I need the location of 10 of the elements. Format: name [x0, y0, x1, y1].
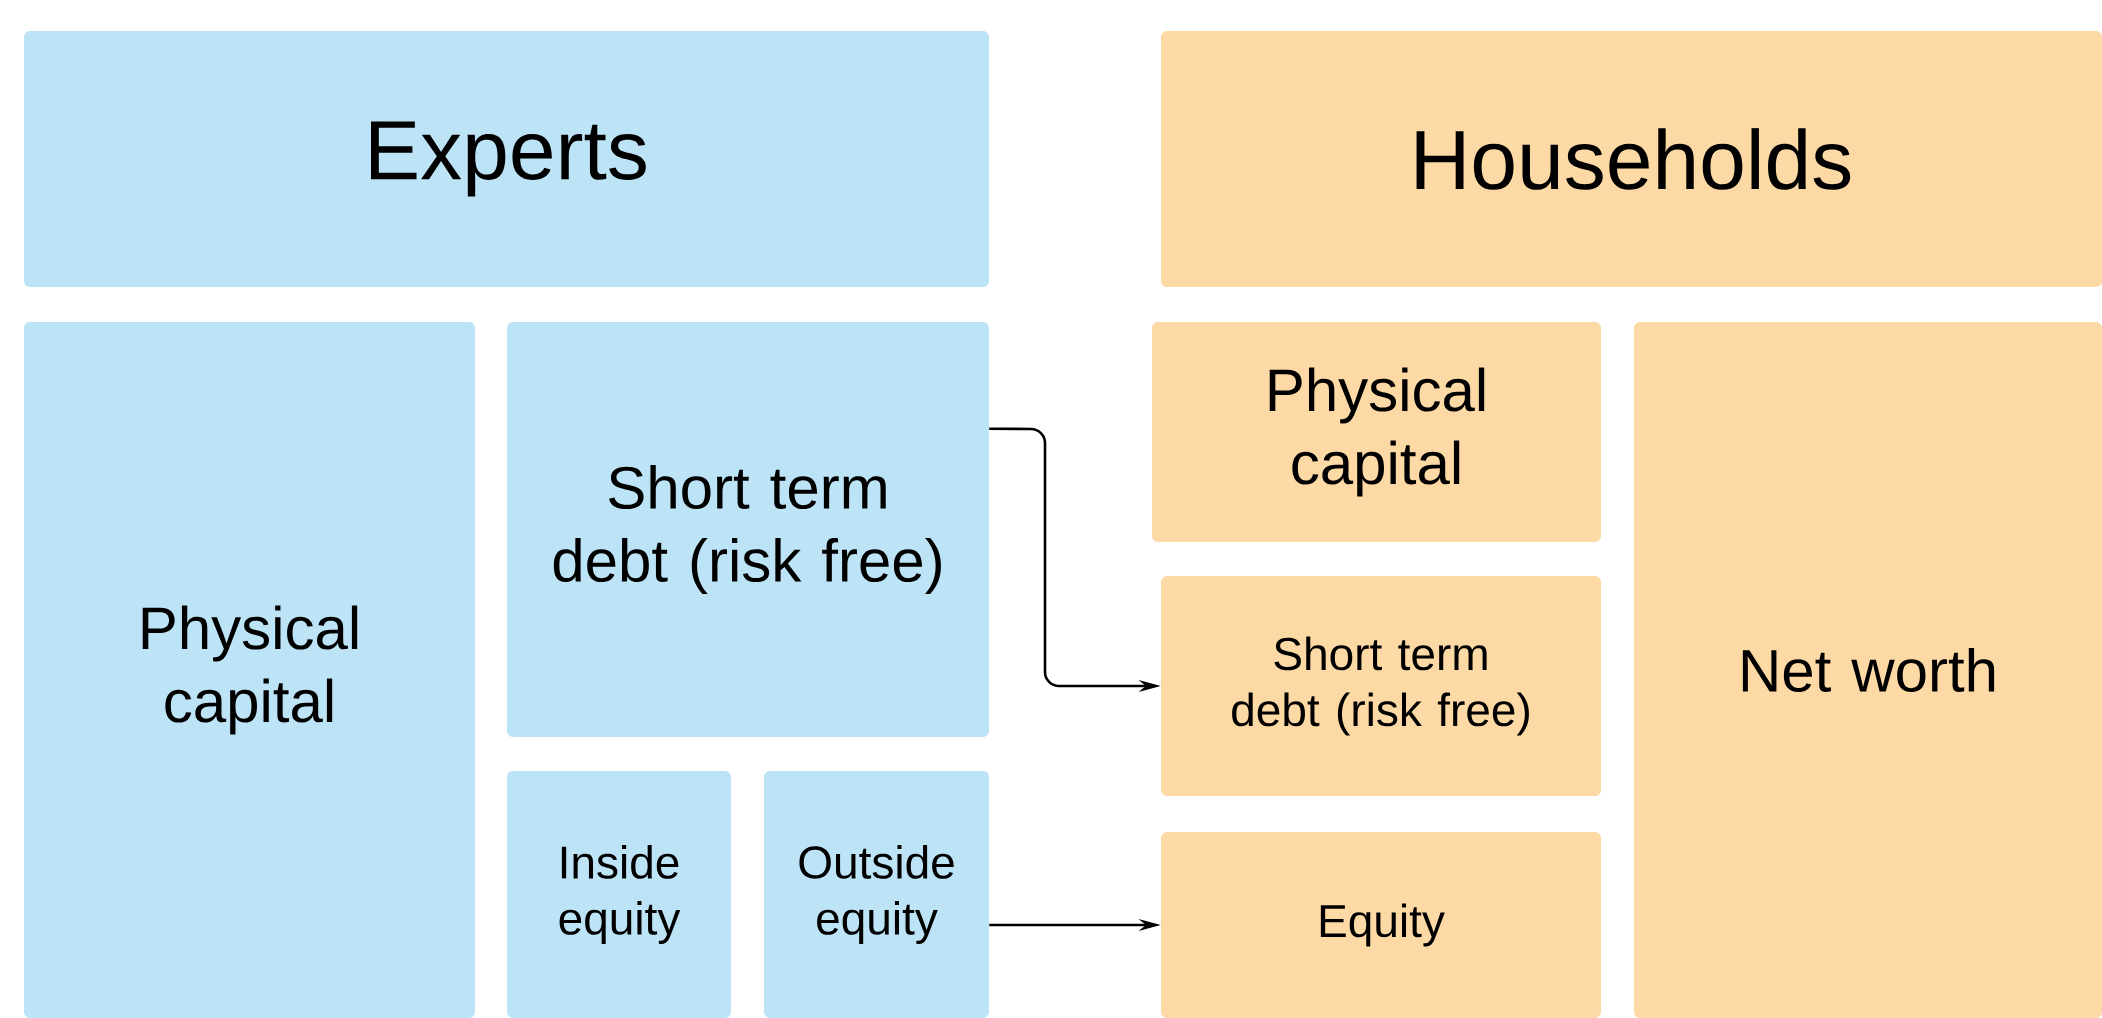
group-header: Experts [24, 31, 989, 287]
balance-block: Outside equity [764, 771, 989, 1018]
balance-block: Equity [1161, 832, 1601, 1018]
balance-block: Net worth [1634, 322, 2102, 1018]
group-header: Households [1161, 31, 2102, 287]
balance-block: Short term debt (risk free) [1161, 576, 1601, 796]
balance-block: Physical capital [1152, 322, 1601, 542]
balance-block: Physical capital [24, 322, 475, 1018]
balance-block: Short term debt (risk free) [507, 322, 989, 737]
balance-block: Inside equity [507, 771, 731, 1018]
